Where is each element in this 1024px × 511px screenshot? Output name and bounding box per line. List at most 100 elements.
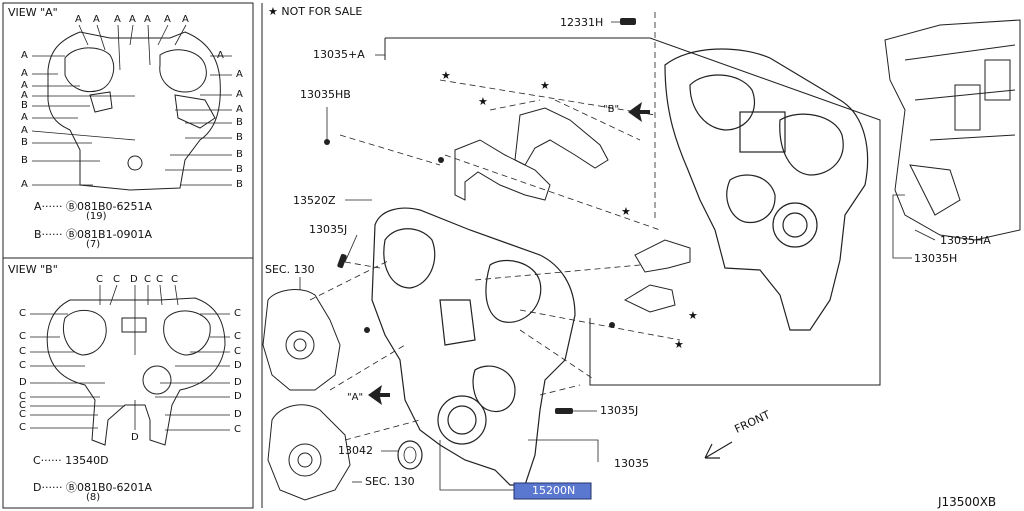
highlight-15200n-box — [513, 482, 592, 500]
part-label-13035hb[interactable]: 13035HB — [300, 88, 351, 101]
part-label-13035a[interactable]: 13035+A — [313, 48, 365, 61]
view-a-arrow-icon — [368, 385, 390, 405]
view-a-cover-outline — [47, 31, 221, 191]
part-label-15200n[interactable]: 15200N — [532, 484, 576, 497]
view-b-letter: C — [19, 331, 26, 342]
oil-seal-inner — [403, 446, 417, 464]
view-b-letter: C — [96, 274, 103, 285]
view-a-key-a: A······ Ⓑ081B0-6251A — [34, 200, 153, 213]
view-b-letter: C — [19, 360, 26, 371]
gasket-parts — [454, 107, 691, 313]
view-a-letter: A — [114, 14, 121, 25]
view-b-letter: C — [156, 274, 163, 285]
view-b-letter: C — [19, 400, 26, 411]
view-a-leaders — [31, 24, 232, 186]
view-a-letter: A — [21, 80, 28, 91]
part-label-13035j-top[interactable]: 13035J — [309, 223, 348, 236]
view-b-letter: D — [19, 377, 27, 388]
view-a-letter: B — [236, 132, 243, 143]
part-label-13520z[interactable]: 13520Z — [293, 194, 336, 207]
part-label-13035ha[interactable]: 13035HA — [940, 234, 991, 247]
view-b-letter: C — [19, 422, 26, 433]
not-for-sale-star-icon: ★ — [688, 309, 698, 322]
view-b-letter: C — [234, 331, 241, 342]
view-a-letter: A — [129, 14, 136, 25]
view-a-letter: A — [182, 14, 189, 25]
view-b-letter: C — [144, 274, 151, 285]
engine-block — [884, 19, 1021, 241]
front-timing-cover — [371, 207, 576, 486]
view-b-key-d: D······ Ⓑ081B0-6201A — [33, 481, 152, 494]
part-label-13035h[interactable]: 13035H — [914, 252, 958, 265]
view-b-letter: C — [234, 424, 241, 435]
rear-cover-assembly-frame — [384, 37, 881, 386]
view-a-key-b: B······ Ⓑ081B1-0901A — [34, 228, 153, 241]
view-a-letter: A — [236, 69, 243, 80]
view-a-letter: A — [21, 112, 28, 123]
view-a-letter: B — [236, 164, 243, 175]
view-b-letter: C — [19, 409, 26, 420]
view-a-letter: B — [236, 117, 243, 128]
view-a-letter: A — [21, 179, 28, 190]
view-b-letter: D — [130, 274, 138, 285]
view-b-letter: C — [19, 308, 26, 319]
view-a-letter: A — [144, 14, 151, 25]
view-a-letter: B — [21, 100, 28, 111]
sec130-lower-part — [267, 404, 351, 501]
view-b-letter: D — [234, 409, 242, 420]
view-b-letter: D — [234, 377, 242, 388]
view-b-letter: D — [131, 432, 139, 443]
view-b-letter: D — [234, 391, 242, 402]
sec130-top-label[interactable]: SEC. 130 — [265, 263, 315, 276]
part-label-13042[interactable]: 13042 — [338, 444, 373, 457]
view-b-panel — [2, 257, 254, 509]
view-b-letter: C — [19, 346, 26, 357]
not-for-sale-star-icon: ★ — [441, 69, 451, 82]
view-a-letter: A — [236, 104, 243, 115]
view-a-letter: B — [236, 179, 243, 190]
view-a-title: VIEW "A" — [8, 6, 58, 19]
view-b-title: VIEW "B" — [8, 263, 58, 276]
view-b-letter: D — [234, 360, 242, 371]
view-b-leaders — [30, 284, 230, 431]
view-b-letter: C — [171, 274, 178, 285]
not-for-sale-star-icon: ★ — [540, 79, 550, 92]
view-a-letter: A — [21, 50, 28, 61]
view-a-letter: A — [164, 14, 171, 25]
view-a-panel — [2, 2, 254, 259]
view-a-letter: A — [21, 125, 28, 136]
rear-timing-cover — [664, 48, 869, 331]
view-a-key-a-qty: (19) — [86, 211, 107, 222]
view-b-letter: C — [234, 346, 241, 357]
view-a-letter: B — [21, 155, 28, 166]
view-a-letter: B — [21, 137, 28, 148]
view-b-marker: "B" — [603, 104, 620, 115]
fasteners — [324, 18, 636, 414]
sec130-bottom-label[interactable]: SEC. 130 — [365, 475, 415, 488]
view-a-letter: A — [21, 68, 28, 79]
part-label-13035[interactable]: 13035 — [614, 457, 649, 470]
view-a-letter: A — [217, 50, 224, 61]
not-for-sale-legend: ★ NOT FOR SALE — [268, 5, 363, 18]
view-a-letter: A — [75, 14, 82, 25]
view-a-letter: A — [93, 14, 100, 25]
assembly-dashed-lines — [309, 12, 681, 441]
oil-seal — [397, 440, 423, 470]
not-for-sale-star-icon: ★ — [621, 205, 631, 218]
view-a-marker: "A" — [347, 392, 364, 403]
part-label-12331h[interactable]: 12331H — [560, 16, 604, 29]
view-a-letter: A — [21, 90, 28, 101]
view-b-letter: C — [19, 391, 26, 402]
part-label-13035j-bottom[interactable]: 13035J — [600, 404, 639, 417]
view-b-key-c: C······ 13540D — [33, 454, 109, 467]
sec130-upper-part — [262, 289, 341, 391]
view-a-key-b-qty: (7) — [86, 239, 101, 250]
view-b-key-d-qty: (8) — [86, 492, 101, 503]
front-direction-arrow-icon — [704, 441, 733, 459]
view-b-cover-outline — [46, 297, 226, 446]
view-b-arrow-icon — [628, 102, 650, 122]
view-b-letter: C — [113, 274, 120, 285]
view-a-letter: A — [236, 89, 243, 100]
view-b-letter: C — [234, 308, 241, 319]
